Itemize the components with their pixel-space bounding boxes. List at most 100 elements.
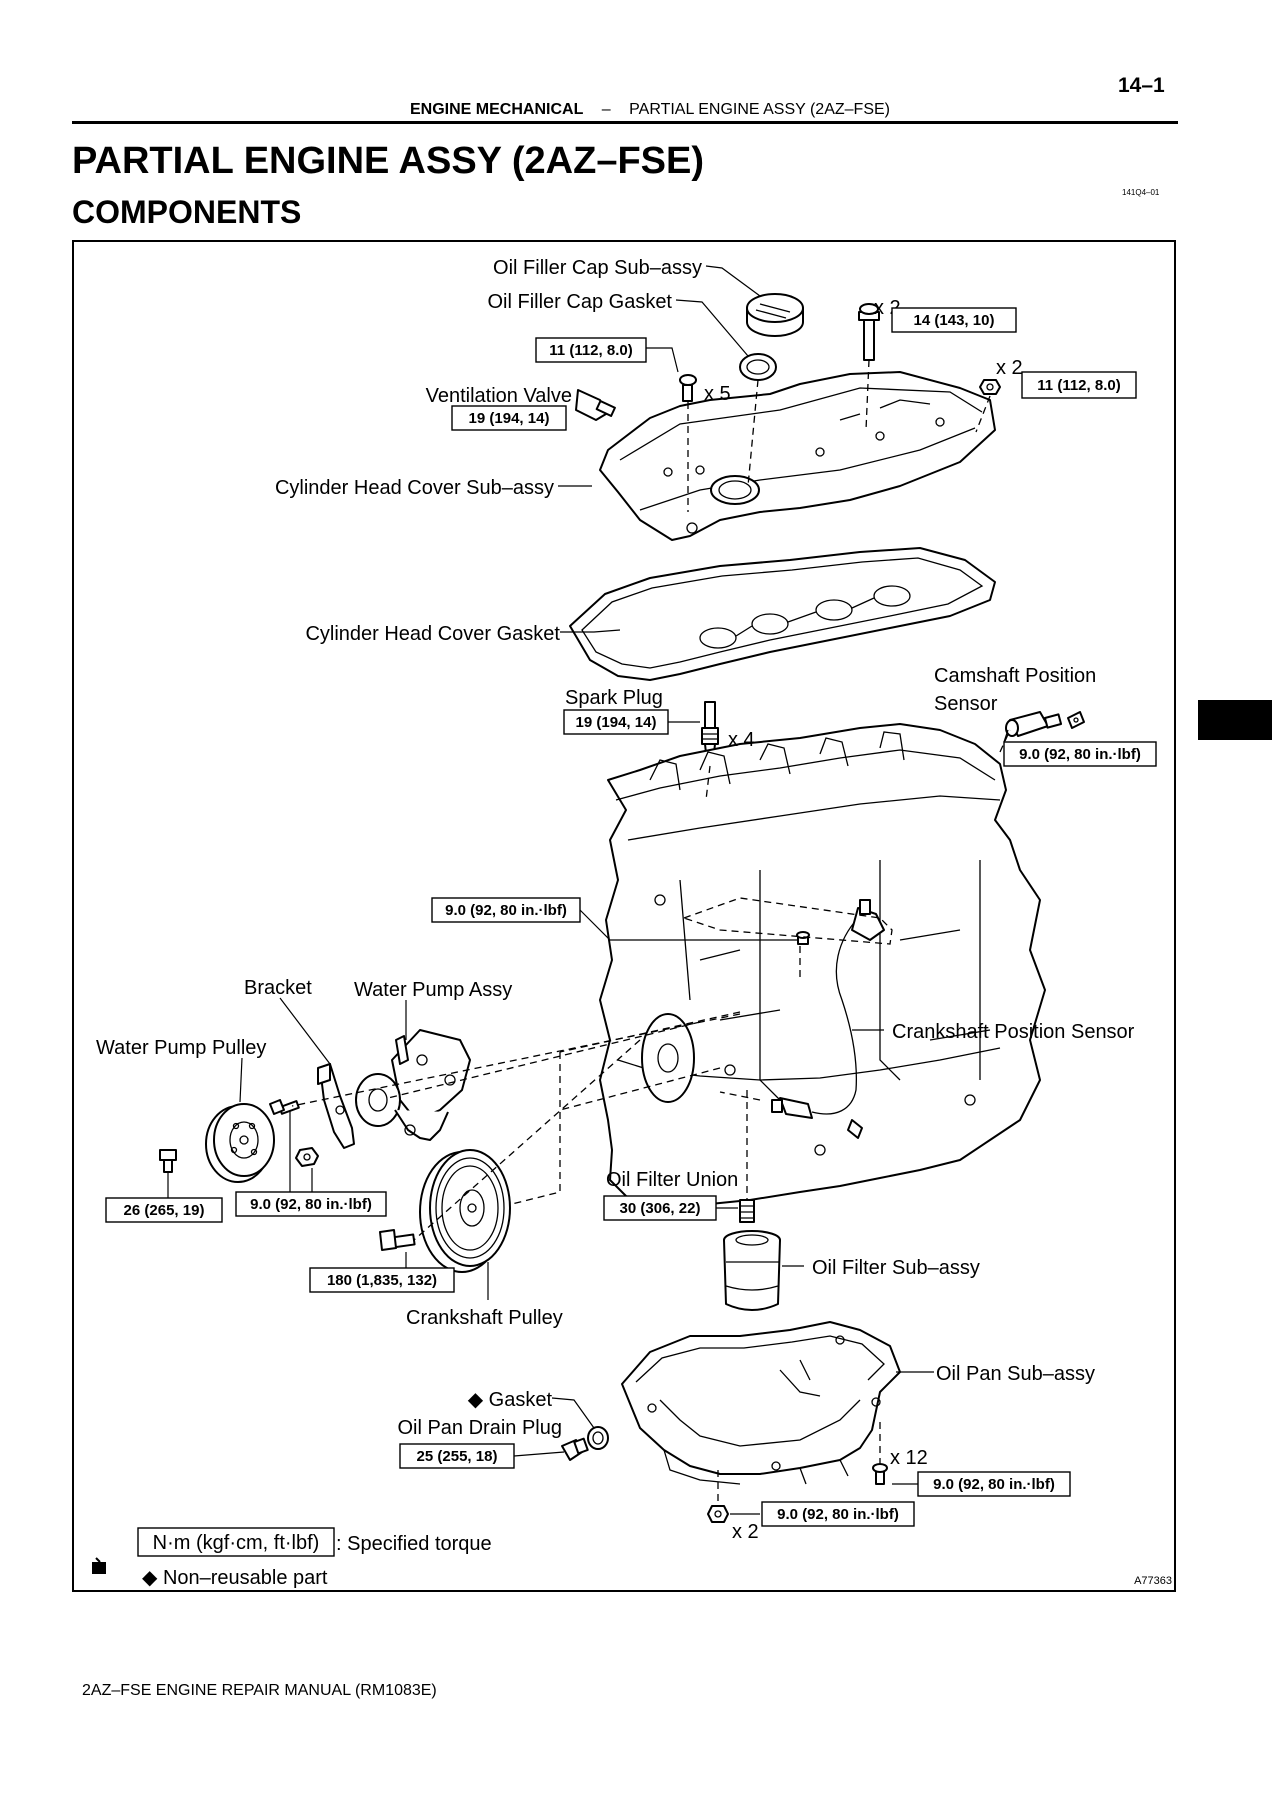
label-cylinder-head-cover: Cylinder Head Cover Sub–assy [275, 477, 554, 499]
torque-box-oil-pan-drain-plug [399, 1443, 515, 1469]
ventilation-valve [575, 389, 616, 421]
torque-box-water-pump-pulley [105, 1197, 223, 1223]
crankshaft-position-sensor [771, 899, 885, 1139]
oil-filter [723, 1230, 781, 1311]
qty-cover-nut: x 2 [996, 357, 1023, 379]
oil-filler-cap-gasket [739, 353, 777, 381]
torque-spark-plug: 19 (194, 14) [576, 714, 657, 731]
torque-oil-pan-bolt: 9.0 (92, 80 in.·lbf) [933, 1476, 1055, 1493]
crankshaft-sensor-bolt [796, 931, 810, 945]
torque-cover-bolt-left: 11 (112, 8.0) [549, 342, 632, 359]
legend-non-reusable: ◆ Non–reusable part [142, 1567, 328, 1589]
label-ventilation-valve: Ventilation Valve [426, 385, 572, 407]
crankshaft-pulley-bolt [379, 1229, 416, 1251]
section-separator: – [601, 101, 611, 118]
torque-oil-pan-nut: 9.0 (92, 80 in.·lbf) [777, 1506, 899, 1523]
torque-cover-bolt-top: 14 (143, 10) [914, 312, 995, 329]
label-gasket: ◆ Gasket [468, 1389, 553, 1411]
camshaft-position-sensor [1005, 711, 1063, 737]
legend-torque-text: : Specified torque [336, 1533, 492, 1555]
qty-spark-plug: x 4 [728, 729, 755, 751]
footer: 2AZ–FSE ENGINE REPAIR MANUAL (RM1083E) [82, 1682, 437, 1699]
torque-box-cover-bolt-left [535, 337, 647, 363]
torque-cover-nut: 11 (112, 8.0) [1037, 377, 1120, 394]
torque-box-cover-bolt-top [891, 307, 1017, 333]
oil-pan-bolt [872, 1463, 888, 1485]
bracket [317, 1063, 355, 1149]
label-spark-plug: Spark Plug [565, 687, 663, 709]
torque-box-oil-pan-nut [761, 1501, 915, 1527]
torque-water-pump-pulley: 26 (265, 19) [124, 1202, 205, 1219]
alignment-lines [291, 359, 1011, 1506]
label-water-pump-assy: Water Pump Assy [354, 979, 512, 1001]
water-pump-bolt [269, 1099, 300, 1115]
water-pump-pulley [205, 1103, 275, 1183]
page-number: 14–1 [1118, 74, 1165, 97]
torque-box-crankshaft-pulley [309, 1267, 455, 1293]
torque-crankshaft-sensor: 9.0 (92, 80 in.·lbf) [445, 902, 567, 919]
label-crankshaft-sensor: Crankshaft Position Sensor [892, 1021, 1135, 1043]
legend: N·m (kgf·cm, ft·lbf) : Specified torque … [92, 1527, 492, 1589]
label-camshaft-sensor-line2: Sensor [934, 693, 998, 715]
torque-box-crankshaft-sensor [431, 897, 581, 923]
camshaft-sensor-bolt [1067, 711, 1085, 729]
torque-box-water-pump [235, 1191, 387, 1217]
water-pump-nut [295, 1147, 319, 1167]
torque-oil-filter-union: 30 (306, 22) [620, 1200, 701, 1217]
water-pump-pulley-bolt [159, 1149, 177, 1173]
cylinder-head-cover-gasket [569, 547, 996, 681]
engine-block [599, 723, 1046, 1207]
oil-filter-union [739, 1199, 755, 1223]
label-water-pump-pulley: Water Pump Pulley [96, 1037, 266, 1059]
label-oil-filler-cap: Oil Filler Cap Sub–assy [493, 257, 702, 279]
oil-pan [621, 1321, 901, 1485]
header-rule [72, 121, 1178, 124]
torque-box-ventilation-valve [451, 405, 567, 431]
page-title: PARTIAL ENGINE ASSY (2AZ–FSE) [72, 140, 705, 182]
label-crankshaft-pulley: Crankshaft Pulley [406, 1307, 563, 1329]
subsection-name: PARTIAL ENGINE ASSY (2AZ–FSE) [629, 101, 890, 118]
hand-note-icon [92, 1557, 106, 1574]
diagram-frame [72, 240, 1176, 1592]
water-pump-assy [355, 1029, 471, 1141]
cover-nut [979, 379, 1001, 395]
qty-oil-pan-bolt: x 12 [890, 1447, 928, 1469]
qty-oil-pan-nut: x 2 [732, 1521, 759, 1543]
torque-water-pump: 9.0 (92, 80 in.·lbf) [250, 1196, 372, 1213]
page-subtitle: COMPONENTS [72, 194, 302, 230]
oil-pan-gasket [587, 1426, 609, 1450]
oil-filler-cap [746, 293, 804, 337]
torque-box-oil-filter-union [603, 1195, 717, 1221]
torque-camshaft-sensor: 9.0 (92, 80 in.·lbf) [1019, 746, 1141, 763]
label-oil-pan: Oil Pan Sub–assy [936, 1363, 1095, 1385]
crankshaft-pulley [419, 1149, 511, 1273]
reference-code: 141Q4–01 [1122, 188, 1160, 197]
torque-oil-pan-drain-plug: 25 (255, 18) [417, 1448, 498, 1465]
section-header: ENGINE MECHANICAL – PARTIAL ENGINE ASSY … [410, 101, 890, 119]
cover-bolt-short [679, 374, 697, 402]
legend-torque-unit: N·m (kgf·cm, ft·lbf) [153, 1532, 320, 1554]
qty-cover-bolt-short: x 5 [704, 383, 731, 405]
label-camshaft-sensor-line1: Camshaft Position [934, 665, 1096, 687]
label-bracket: Bracket [244, 977, 312, 999]
torque-box-spark-plug [563, 709, 669, 735]
torque-box-oil-pan-bolt [917, 1471, 1071, 1497]
figure-code: A77363 [1134, 1575, 1172, 1587]
cylinder-head-cover [599, 371, 996, 541]
label-cylinder-head-cover-gasket: Cylinder Head Cover Gasket [305, 623, 560, 645]
torque-box-camshaft-sensor [1003, 741, 1157, 767]
label-oil-filter: Oil Filter Sub–assy [812, 1257, 980, 1279]
section-tab-marker [1198, 700, 1272, 740]
label-oil-filter-union: Oil Filter Union [606, 1169, 738, 1191]
label-oil-filler-cap-gasket: Oil Filler Cap Gasket [488, 291, 673, 313]
legend-torque-box [137, 1527, 335, 1557]
cover-bolt-long [858, 303, 880, 361]
oil-pan-nut [707, 1505, 729, 1523]
section-name: ENGINE MECHANICAL [410, 101, 584, 118]
torque-crankshaft-pulley: 180 (1,835, 132) [327, 1272, 437, 1289]
oil-pan-drain-plug [561, 1437, 589, 1461]
torque-box-cover-nut [1021, 371, 1137, 399]
label-oil-pan-drain-plug: Oil Pan Drain Plug [397, 1417, 562, 1439]
torque-ventilation-valve: 19 (194, 14) [469, 410, 550, 427]
